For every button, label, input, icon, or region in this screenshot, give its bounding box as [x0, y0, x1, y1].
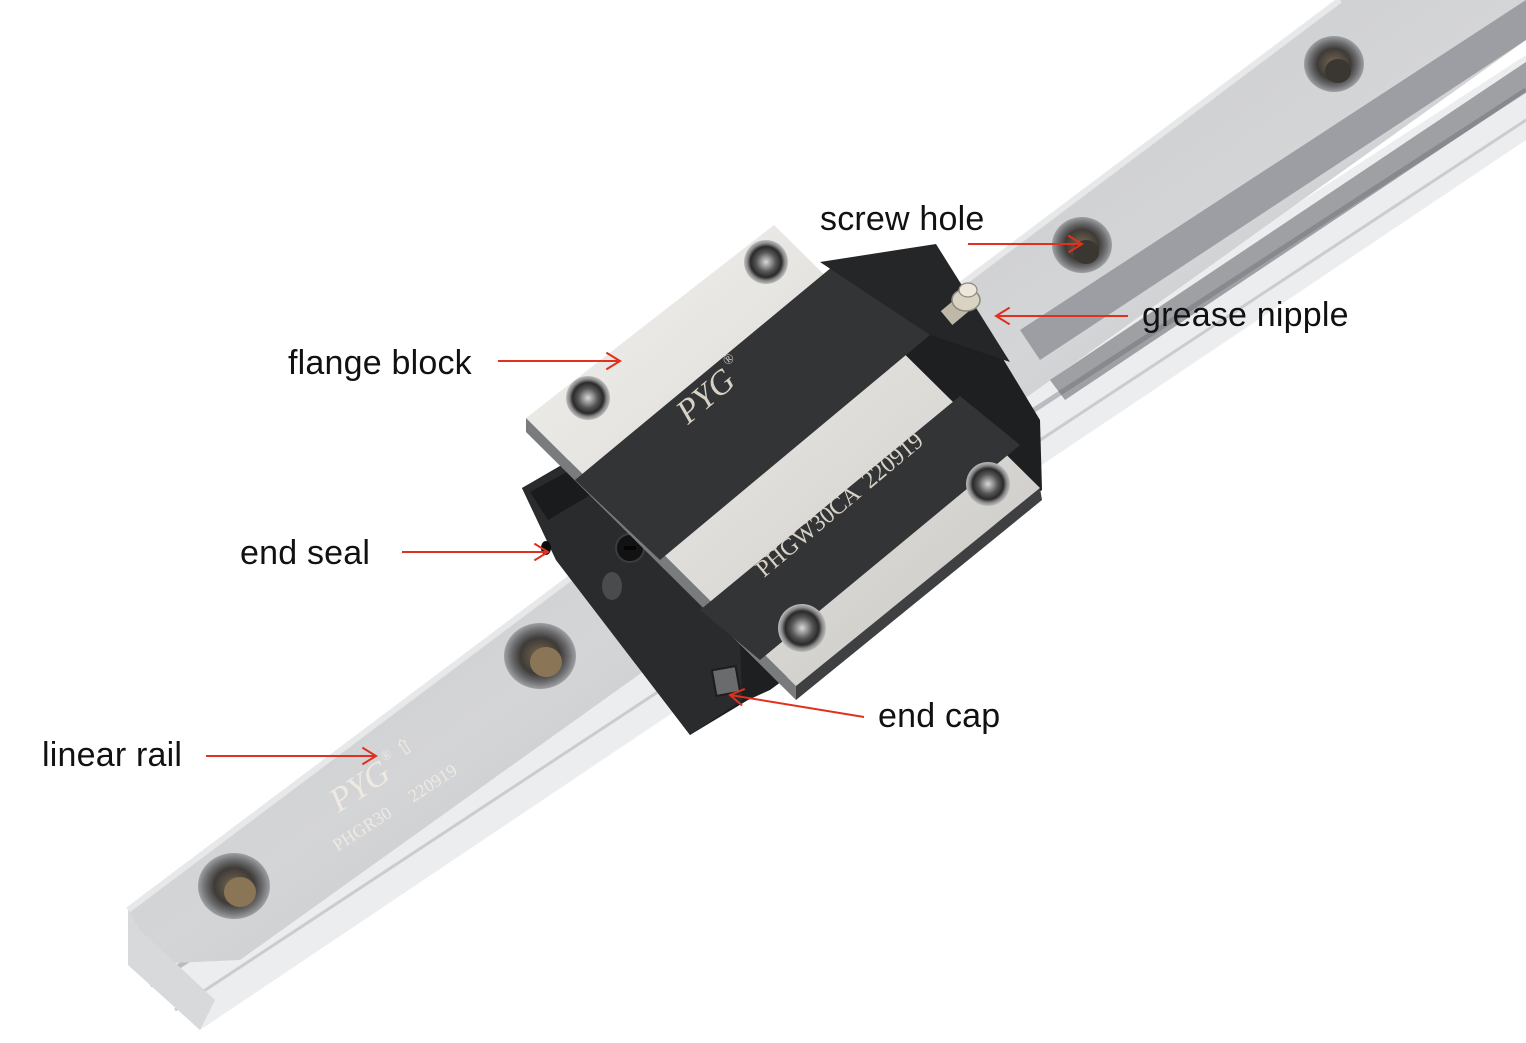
flange-threaded-hole: [744, 240, 788, 284]
flange-threaded-hole: [566, 376, 610, 420]
label-flange-block: flange block: [288, 344, 472, 382]
end-cap-arrow-icon: [728, 688, 865, 718]
label-linear-rail: linear rail: [42, 736, 183, 774]
rail-screw-hole: [1304, 36, 1364, 92]
flange-block-arrow-icon: [498, 351, 622, 371]
rail-dark-groove: [1020, 0, 1526, 360]
rail-screw-hole: [198, 853, 270, 919]
flange-plate-edge: [796, 488, 1042, 700]
end-cap-window: [710, 664, 742, 698]
screw-hole-arrow-icon: [968, 234, 1084, 254]
flange-block: PYG ® PHGW30CA 220919: [522, 225, 1042, 735]
ball-retainer: [602, 572, 622, 600]
label-end-cap: end cap: [878, 697, 1001, 735]
end-seal-arrow-icon: [402, 542, 550, 562]
grease-nipple: [940, 282, 981, 325]
grease-nipple-arrow-icon: [994, 306, 1128, 326]
rail-screw-hole: [504, 623, 576, 689]
flange-threaded-hole: [778, 604, 826, 652]
rail-dark-groove: [1050, 62, 1526, 400]
label-screw-hole: screw hole: [820, 200, 985, 238]
linear-rail-arrow-icon: [206, 746, 378, 766]
block-top-cover: [820, 244, 1010, 362]
flange-threaded-hole: [966, 462, 1010, 506]
block-top-stripe: [700, 396, 1020, 660]
block-top-stripe: [575, 262, 930, 560]
label-end-seal: end seal: [240, 534, 371, 572]
rail-end-face: [128, 910, 215, 1030]
annotation-arrows: [206, 234, 1128, 766]
end-cap-face: [522, 445, 742, 735]
label-grease-nipple: grease nipple: [1142, 296, 1349, 334]
